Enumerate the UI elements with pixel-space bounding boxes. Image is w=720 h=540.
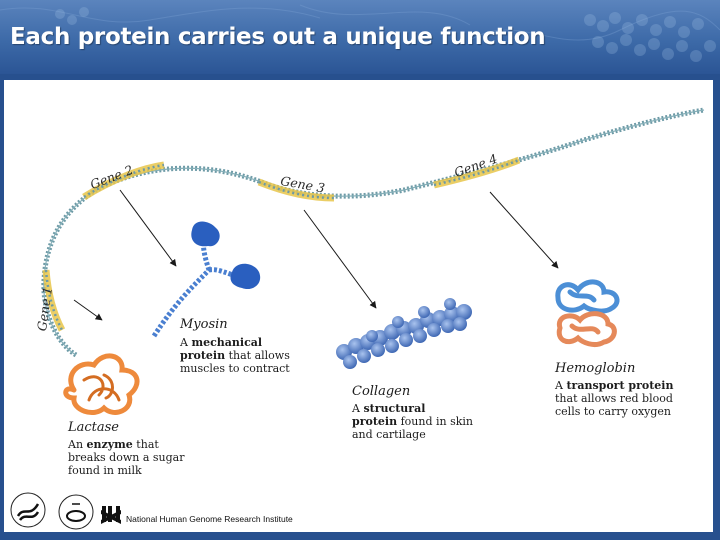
hemoglobin-description: A transport protein that allows red bloo… (555, 379, 674, 418)
lactase-name: Lactase (68, 420, 120, 435)
hemoglobin-name: Hemoglobin (555, 361, 636, 376)
nhgri-logo (101, 506, 121, 524)
slide-title: Each protein carries out a unique functi… (10, 24, 546, 50)
collagen-illustration (336, 298, 472, 369)
institute-name: National Human Genome Research Institute (126, 514, 293, 524)
arrow-gene3-collagen (303, 209, 377, 309)
hhs-logo (10, 492, 46, 528)
collagen-name: Collagen (352, 384, 411, 399)
content-panel: Gene 1 Gene 2 Gene 3 Gene 4 Myosin A mec… (4, 80, 713, 532)
hemoglobin-illustration (555, 279, 620, 347)
myosin-description: A mechanical protein that allows muscles… (180, 336, 290, 375)
diagram-illustration (10, 107, 705, 530)
arrow-gene1-lactase (73, 299, 103, 321)
lactase-description: An enzyme that breaks down a sugar found… (68, 438, 185, 477)
arrow-gene2-myosin (119, 189, 177, 267)
lactase-illustration (63, 353, 140, 415)
myosin-name: Myosin (180, 317, 228, 332)
title-bar: Each protein carries out a unique functi… (0, 0, 720, 74)
title-bar-background-pattern (0, 4, 720, 62)
arrow-gene4-hemoglobin (489, 191, 559, 269)
nih-logo (58, 494, 94, 530)
myosin-illustration (151, 221, 261, 338)
collagen-description: A structural protein found in skin and c… (352, 402, 474, 441)
